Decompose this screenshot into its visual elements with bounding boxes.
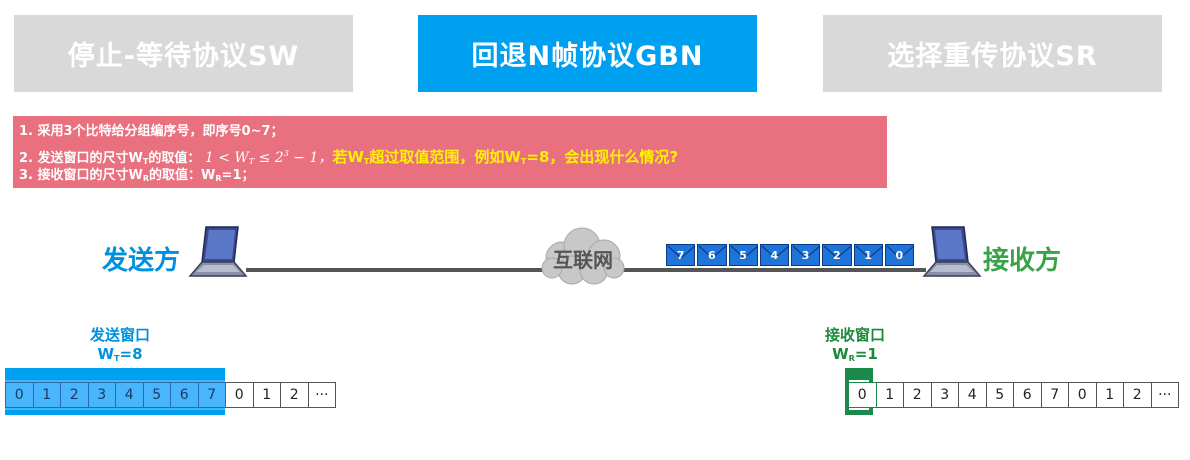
receiver-seq-cell: 0	[1069, 382, 1097, 408]
tab-stop-and-wait[interactable]: 停止-等待协议SW	[14, 15, 353, 92]
receiver-seq-cell: 5	[986, 382, 1014, 408]
frame-packet: 6	[697, 244, 727, 266]
receiver-sequence-strip: 0 1 2 3 4 5 6 7 0 1 2 ···	[848, 382, 1179, 408]
internet-cloud-label: 互联网	[553, 248, 613, 272]
frame-packet: 4	[759, 244, 790, 266]
send-window-title: 发送窗口	[89, 326, 150, 344]
frame-packet: 0	[884, 244, 915, 266]
sender-seq-cell: 2	[281, 382, 309, 408]
frame-packet: 2	[822, 244, 852, 266]
frame-packet: 7	[666, 244, 696, 266]
receiver-seq-cell: 7	[1041, 382, 1069, 408]
receiver-seq-cell: 3	[931, 382, 959, 408]
sender-seq-cell: 6	[171, 382, 199, 408]
receiver-seq-cell: 2	[1124, 382, 1152, 408]
sender-laptop-icon	[188, 226, 248, 277]
sender-seq-cell: 5	[143, 382, 171, 408]
receiver-seq-cell: 6	[1014, 382, 1042, 408]
protocol-notes-box: 1. 采用3个比特给分组编序号，即序号0~7； 2. 发送窗口的尺寸WT的取值：…	[13, 116, 887, 188]
note-line-2: 2. 发送窗口的尺寸WT的取值： 1 < WT ≤ 23 − 1，若WT超过取值…	[19, 143, 881, 166]
note-line-3: 3. 接收窗口的尺寸WR的取值：WR=1；	[19, 168, 255, 183]
receiver-laptop-icon	[922, 226, 982, 277]
sender-seq-cell: 1	[253, 382, 281, 408]
sender-seq-cell: ···	[308, 382, 336, 408]
receiver-seq-cell: ···	[1151, 382, 1179, 408]
frames-in-transit: 7 6 5 4 3 2 1 0	[666, 244, 916, 268]
question-text: 若WT超过取值范围，例如WT=8，会出现什么情况?	[332, 148, 679, 166]
sender-sequence-strip: 0 1 2 3 4 5 6 7 0 1 2 ···	[5, 382, 336, 408]
send-window-size: WT=8	[97, 345, 143, 363]
note-line-1: 1. 采用3个比特给分组编序号，即序号0~7；	[19, 124, 284, 139]
note-2-mid: 的取值：	[148, 151, 201, 166]
sender-label: 发送方	[102, 246, 181, 276]
tab-go-back-n[interactable]: 回退N帧协议GBN	[418, 15, 757, 92]
sender-seq-cell: 2	[61, 382, 89, 408]
receive-window-size: WR=1	[832, 345, 878, 363]
sender-seq-cell: 0	[226, 382, 254, 408]
sender-seq-cell: 7	[198, 382, 226, 408]
receiver-label: 接收方	[983, 246, 1062, 276]
note-2-sub: T	[142, 157, 149, 166]
receiver-seq-cell: 2	[904, 382, 932, 408]
receiver-seq-cell: 1	[1096, 382, 1124, 408]
frame-packet: 1	[853, 244, 883, 266]
receiver-seq-cell: 1	[876, 382, 904, 408]
window-size-formula: 1 < WT ≤ 23 − 1，	[204, 149, 333, 166]
sender-seq-cell: 4	[116, 382, 144, 408]
sender-seq-cell: 3	[88, 382, 116, 408]
internet-cloud-icon	[541, 227, 625, 285]
note-2-prefix: 2. 发送窗口的尺寸W	[19, 151, 143, 166]
tab-selective-repeat[interactable]: 选择重传协议SR	[823, 15, 1162, 92]
receiver-seq-cell: 4	[959, 382, 987, 408]
receiver-seq-cell: 0	[848, 382, 877, 408]
sender-seq-cell: 1	[33, 382, 61, 408]
frame-packet: 5	[728, 244, 758, 266]
sender-seq-cell: 0	[5, 382, 34, 408]
frame-packet: 3	[791, 244, 821, 266]
receive-window-title: 接收窗口	[824, 326, 885, 344]
